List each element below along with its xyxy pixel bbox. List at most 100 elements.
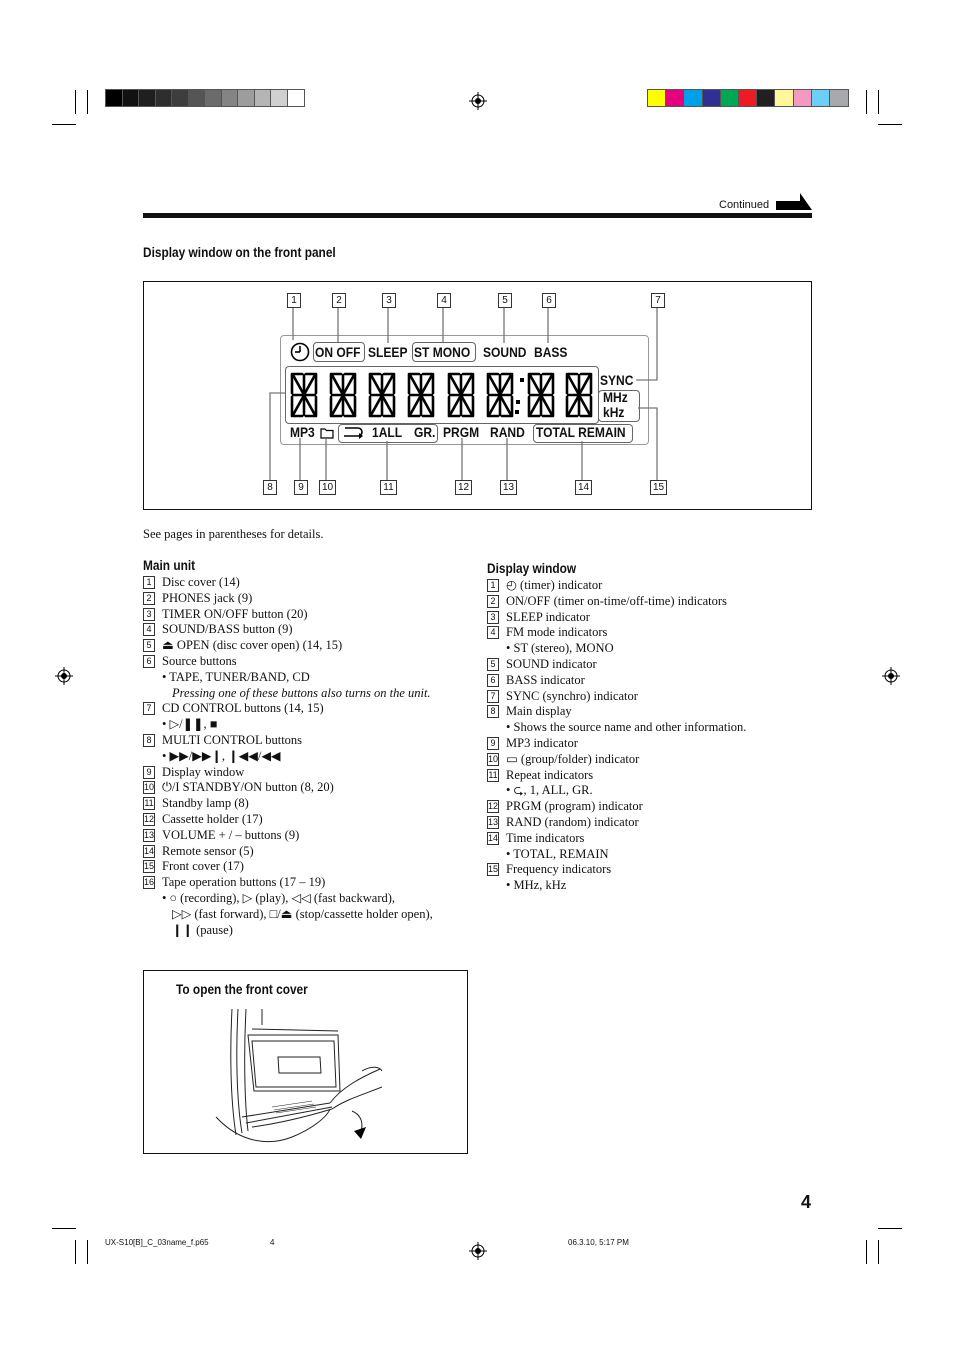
- mhz-indicator: MHz: [603, 389, 628, 405]
- item-number-badge: 13: [143, 828, 155, 842]
- list-subitem: • TAPE, TUNER/BAND, CD: [162, 669, 310, 684]
- item-text: Time indicators: [506, 830, 585, 845]
- list-item: 13 RAND (random) indicator: [487, 815, 817, 831]
- segment-digit: [329, 372, 357, 418]
- callout-4: 4: [437, 293, 451, 308]
- color-swatch: [171, 89, 190, 107]
- callout-15: 15: [650, 480, 667, 495]
- item-text: SOUND/BASS button (9): [162, 622, 293, 637]
- item-text: BASS indicator: [506, 672, 585, 687]
- callout-9: 9: [294, 480, 308, 495]
- callout-14: 14: [575, 480, 592, 495]
- continued-label: Continued: [719, 199, 770, 211]
- list-item: 9 Display window: [143, 765, 473, 781]
- item-number-badge: 4: [487, 626, 499, 640]
- color-swatch: [719, 89, 740, 107]
- color-swatch: [253, 89, 272, 107]
- color-swatch: [810, 89, 831, 107]
- item-text: SLEEP indicator: [506, 609, 590, 624]
- item-number-badge: 1: [487, 579, 499, 592]
- item-text: Display window: [162, 764, 245, 779]
- item-number-badge: 9: [487, 736, 499, 750]
- item-text: Main display: [506, 704, 572, 719]
- color-swatch: [665, 89, 686, 107]
- sound-indicator: SOUND: [483, 344, 527, 360]
- item-number-badge: 7: [143, 702, 155, 716]
- time-bracket: [533, 424, 633, 443]
- segment-digit: [447, 372, 475, 418]
- item-number-badge: 10: [487, 752, 499, 766]
- list-item: 14 Time indicators: [487, 831, 817, 847]
- item-number-badge: 14: [487, 831, 499, 845]
- registration-mark-bottom: [469, 1242, 487, 1260]
- segment-digit: [407, 372, 435, 418]
- color-swatch: [286, 89, 305, 107]
- item-text: Standby lamp (8): [162, 796, 249, 811]
- on-off-bracket: [313, 342, 365, 362]
- colon-upper: [516, 400, 520, 404]
- item-text: Source buttons: [162, 653, 237, 668]
- item-text: FM mode indicators: [506, 625, 608, 640]
- callout-3: 3: [382, 293, 396, 308]
- item-number-badge: 3: [143, 607, 155, 621]
- item-text: MP3 indicator: [506, 735, 578, 750]
- prgm-indicator: PRGM: [443, 424, 480, 440]
- item-text: Repeat indicators: [506, 767, 594, 782]
- item-number-badge: 12: [487, 800, 499, 814]
- total-remain-indicator: TOTAL REMAIN: [536, 424, 626, 440]
- callout-13: 13: [500, 480, 517, 495]
- list-item: 16 Tape operation buttons (17 – 19): [143, 875, 473, 891]
- list-subitem: • TOTAL, REMAIN: [506, 846, 609, 861]
- segment-digit: [290, 372, 318, 418]
- rand-indicator: RAND: [490, 424, 525, 440]
- color-swatch: [237, 89, 256, 107]
- repeat-bracket: [338, 424, 438, 443]
- color-swatch: [220, 89, 239, 107]
- freq-bracket: [598, 390, 640, 422]
- item-number-badge: 13: [487, 815, 499, 829]
- segment-digit: [527, 372, 555, 418]
- item-text: Frequency indicators: [506, 862, 612, 877]
- list-subitem-continuation: ▷▷ (fast forward), □/⏏ (stop/cassette ho…: [172, 906, 433, 921]
- list-item: 4 FM mode indicators: [487, 625, 817, 641]
- item-number-badge: 16: [143, 876, 155, 890]
- list-subitem-continuation: ❙❙ (pause): [172, 922, 233, 937]
- item-number-badge: 2: [143, 591, 155, 605]
- colon-lower: [515, 410, 519, 414]
- display-window-title: Display window: [487, 561, 577, 576]
- callout-12: 12: [455, 480, 472, 495]
- item-text: ▭ (group/folder) indicator: [506, 751, 640, 766]
- front-cover-title: To open the front cover: [176, 982, 308, 997]
- item-number-badge: 9: [143, 765, 155, 779]
- item-text: Disc cover (14): [162, 575, 240, 589]
- callout-11: 11: [380, 480, 397, 495]
- color-swatch: [138, 89, 157, 107]
- item-text: ◴ (timer) indicator: [506, 578, 603, 592]
- callout-10: 10: [319, 480, 336, 495]
- item-number-badge: 1: [143, 576, 155, 589]
- item-number-badge: 11: [143, 797, 155, 811]
- list-item: 10 ▭ (group/folder) indicator: [487, 752, 817, 768]
- item-text: SOUND indicator: [506, 656, 597, 671]
- item-number-badge: 6: [143, 654, 155, 668]
- callout-8: 8: [263, 480, 277, 495]
- color-swatch: [756, 89, 777, 107]
- one-all-indicator: 1ALL: [372, 424, 403, 440]
- color-swatch: [646, 89, 668, 107]
- color-swatch: [701, 89, 722, 107]
- list-subitem: • Shows the source name and other inform…: [506, 720, 747, 735]
- item-text: Tape operation buttons (17 – 19): [162, 875, 326, 890]
- item-text: RAND (random) indicator: [506, 814, 639, 829]
